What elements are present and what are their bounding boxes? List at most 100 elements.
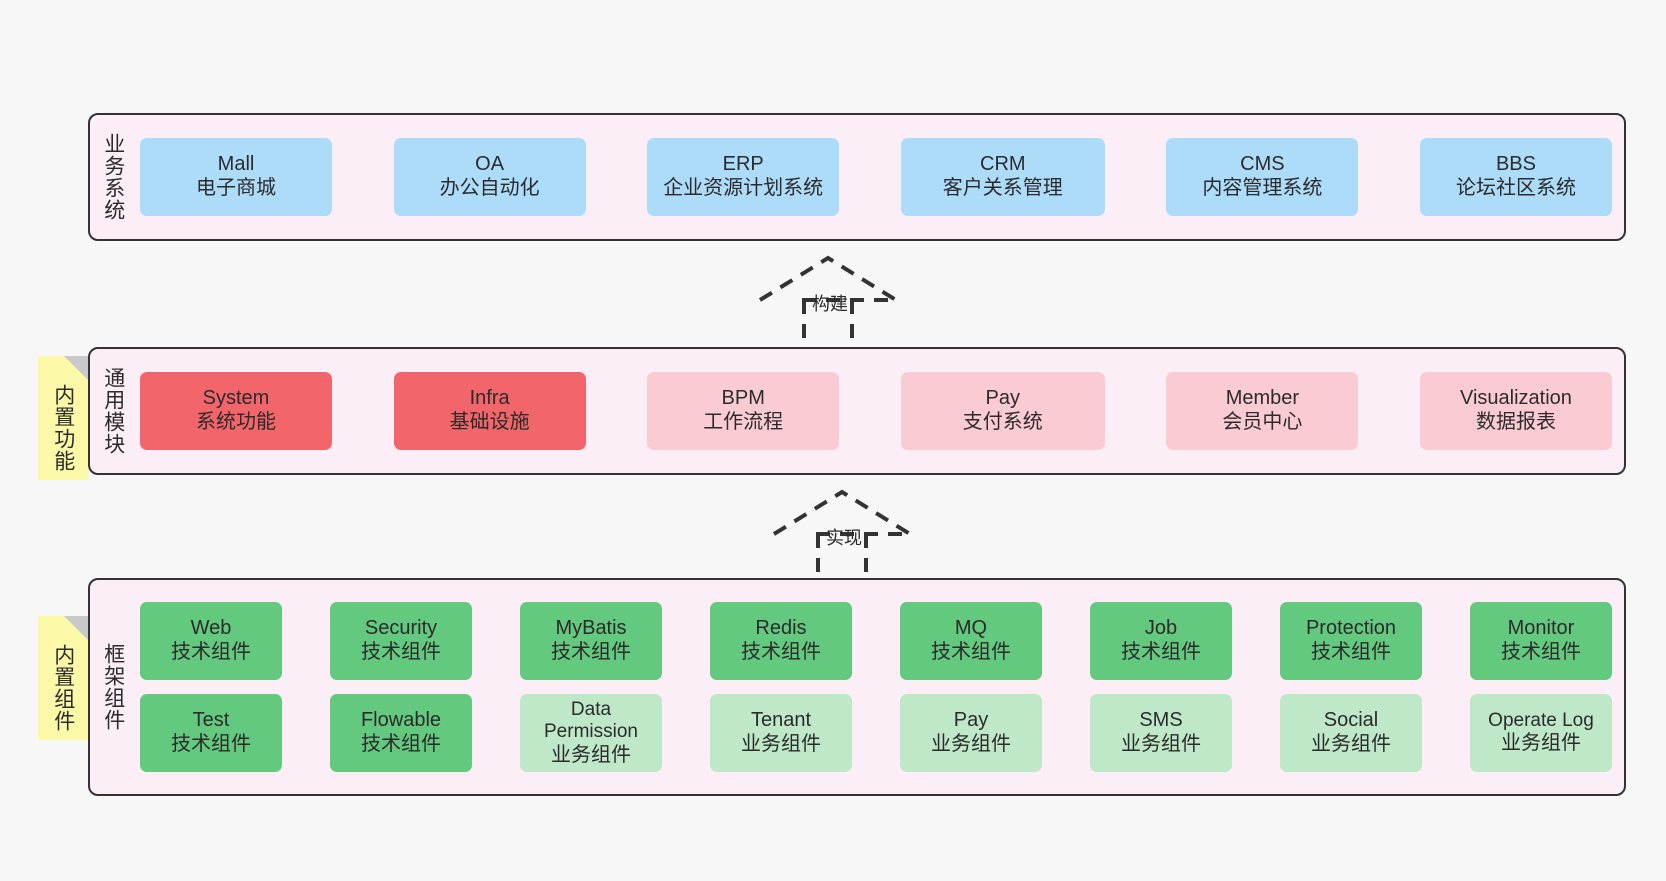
card-mybatis[interactable]: MyBatis 技术组件 [520,602,662,680]
card-mq-en: MQ [954,617,988,640]
card-visualization-en: Visualization [1460,387,1572,410]
card-security[interactable]: Security 技术组件 [330,602,472,680]
card-protection[interactable]: Protection 技术组件 [1280,602,1422,680]
card-social-en: Social [1323,709,1379,732]
card-tenant[interactable]: Tenant 业务组件 [710,694,852,772]
card-flowable-cn: 技术组件 [361,733,441,755]
card-cms-en: CMS [1240,153,1285,176]
card-bpm-cn: 工作流程 [703,411,784,433]
connector-implement-shape [772,489,912,581]
layer-framework-component: 框架组件 Web 技术组件 Security 技术组件 MyBatis 技术组件… [88,578,1626,796]
card-protection-en: Protection [1305,617,1397,640]
card-visualization[interactable]: Visualization 数据报表 [1419,372,1612,450]
card-infra-cn: 基础设施 [449,411,530,433]
note-builtin-components: 内置组件 [38,616,88,740]
card-redis-en: Redis [755,617,807,640]
card-social-cn: 业务组件 [1311,733,1391,755]
card-mq[interactable]: MQ 技术组件 [900,602,1042,680]
card-bbs-en: BBS [1495,153,1536,176]
card-system[interactable]: System 系统功能 [140,372,332,450]
card-crm-cn: 客户关系管理 [942,177,1063,199]
card-redis-cn: 技术组件 [741,641,821,663]
card-system-en: System [202,387,270,410]
card-monitor-cn: 技术组件 [1501,641,1581,663]
layer-business-system-cards: Mall 电子商城 OA 办公自动化 ERP 企业资源计划系统 CRM 客户关系… [136,115,1624,239]
card-web[interactable]: Web 技术组件 [140,602,282,680]
connector-build-shape [758,255,898,347]
card-crm-en: CRM [980,153,1026,176]
card-mybatis-en: MyBatis [555,617,627,640]
card-cms-cn: 内容管理系统 [1202,177,1323,199]
layer-common-module-title: 通用模块 [101,367,125,455]
card-mall-cn: 电子商城 [196,177,276,199]
card-erp[interactable]: ERP 企业资源计划系统 [647,138,840,216]
card-sms-cn: 业务组件 [1121,733,1201,755]
card-operate-log[interactable]: Operate Log 业务组件 [1470,694,1612,772]
card-data-permission-cn: 业务组件 [551,743,631,766]
framework-row-business: Test 技术组件 Flowable 技术组件 Data Permission … [140,694,1612,772]
card-mybatis-cn: 技术组件 [551,641,631,663]
note-builtin-functions: 内置功能 [38,356,88,480]
card-bpm-en: BPM [721,387,765,410]
card-social[interactable]: Social 业务组件 [1280,694,1422,772]
card-sms-en: SMS [1139,709,1183,732]
card-operate-log-cn: 业务组件 [1501,732,1581,755]
card-tenant-cn: 业务组件 [741,733,821,755]
card-member-cn: 会员中心 [1222,411,1303,433]
note-fold-icon [64,616,88,640]
card-erp-cn: 企业资源计划系统 [663,177,824,199]
card-infra-en: Infra [469,387,510,410]
card-cms[interactable]: CMS 内容管理系统 [1166,138,1359,216]
card-data-permission[interactable]: Data Permission 业务组件 [520,694,662,772]
note-fold-icon [64,356,88,380]
card-bbs[interactable]: BBS 论坛社区系统 [1419,138,1612,216]
card-tenant-en: Tenant [750,709,812,732]
card-crm[interactable]: CRM 客户关系管理 [900,138,1105,216]
connector-implement-label: 实现 [826,528,862,548]
card-member[interactable]: Member 会员中心 [1166,372,1359,450]
card-flowable[interactable]: Flowable 技术组件 [330,694,472,772]
card-mall[interactable]: Mall 电子商城 [140,138,332,216]
card-infra[interactable]: Infra 基础设施 [393,372,586,450]
card-redis[interactable]: Redis 技术组件 [710,602,852,680]
layer-business-system: 业务系统 Mall 电子商城 OA 办公自动化 ERP 企业资源计划系统 CRM… [88,113,1626,241]
card-job-en: Job [1144,617,1178,640]
card-pay-component[interactable]: Pay 业务组件 [900,694,1042,772]
card-oa-en: OA [475,153,505,176]
card-web-cn: 技术组件 [171,641,251,663]
card-erp-en: ERP [722,153,764,176]
card-visualization-cn: 数据报表 [1475,411,1556,433]
card-member-en: Member [1225,387,1300,410]
card-pay-module[interactable]: Pay 支付系统 [900,372,1105,450]
card-oa[interactable]: OA 办公自动化 [393,138,586,216]
layer-framework-component-title: 框架组件 [101,643,125,731]
card-pay-module-cn: 支付系统 [962,411,1043,433]
layer-common-module: 通用模块 System 系统功能 Infra 基础设施 BPM 工作流程 Pay… [88,347,1626,475]
card-pay-component-cn: 业务组件 [931,733,1011,755]
card-job[interactable]: Job 技术组件 [1090,602,1232,680]
card-test[interactable]: Test 技术组件 [140,694,282,772]
layer-framework-component-cards: Web 技术组件 Security 技术组件 MyBatis 技术组件 Redi… [136,580,1624,794]
card-oa-cn: 办公自动化 [439,177,540,199]
framework-row-tech: Web 技术组件 Security 技术组件 MyBatis 技术组件 Redi… [140,602,1612,680]
card-pay-component-en: Pay [953,709,989,732]
card-bbs-cn: 论坛社区系统 [1455,177,1576,199]
card-monitor[interactable]: Monitor 技术组件 [1470,602,1612,680]
connector-build-label: 构建 [812,294,848,314]
card-bpm[interactable]: BPM 工作流程 [647,372,840,450]
card-security-cn: 技术组件 [361,641,441,663]
connector-implement: 实现 [766,486,936,581]
card-web-en: Web [190,617,232,640]
card-data-permission-en: Data Permission [544,698,638,743]
card-security-en: Security [364,617,438,640]
card-mq-cn: 技术组件 [931,641,1011,663]
connector-build: 构建 [752,252,922,347]
layer-business-system-title: 业务系统 [101,133,125,221]
card-protection-cn: 技术组件 [1311,641,1391,663]
layer-common-module-cards: System 系统功能 Infra 基础设施 BPM 工作流程 Pay 支付系统… [136,349,1624,473]
card-flowable-en: Flowable [360,709,442,732]
card-sms[interactable]: SMS 业务组件 [1090,694,1232,772]
card-pay-module-en: Pay [985,387,1021,410]
card-monitor-en: Monitor [1507,617,1575,640]
